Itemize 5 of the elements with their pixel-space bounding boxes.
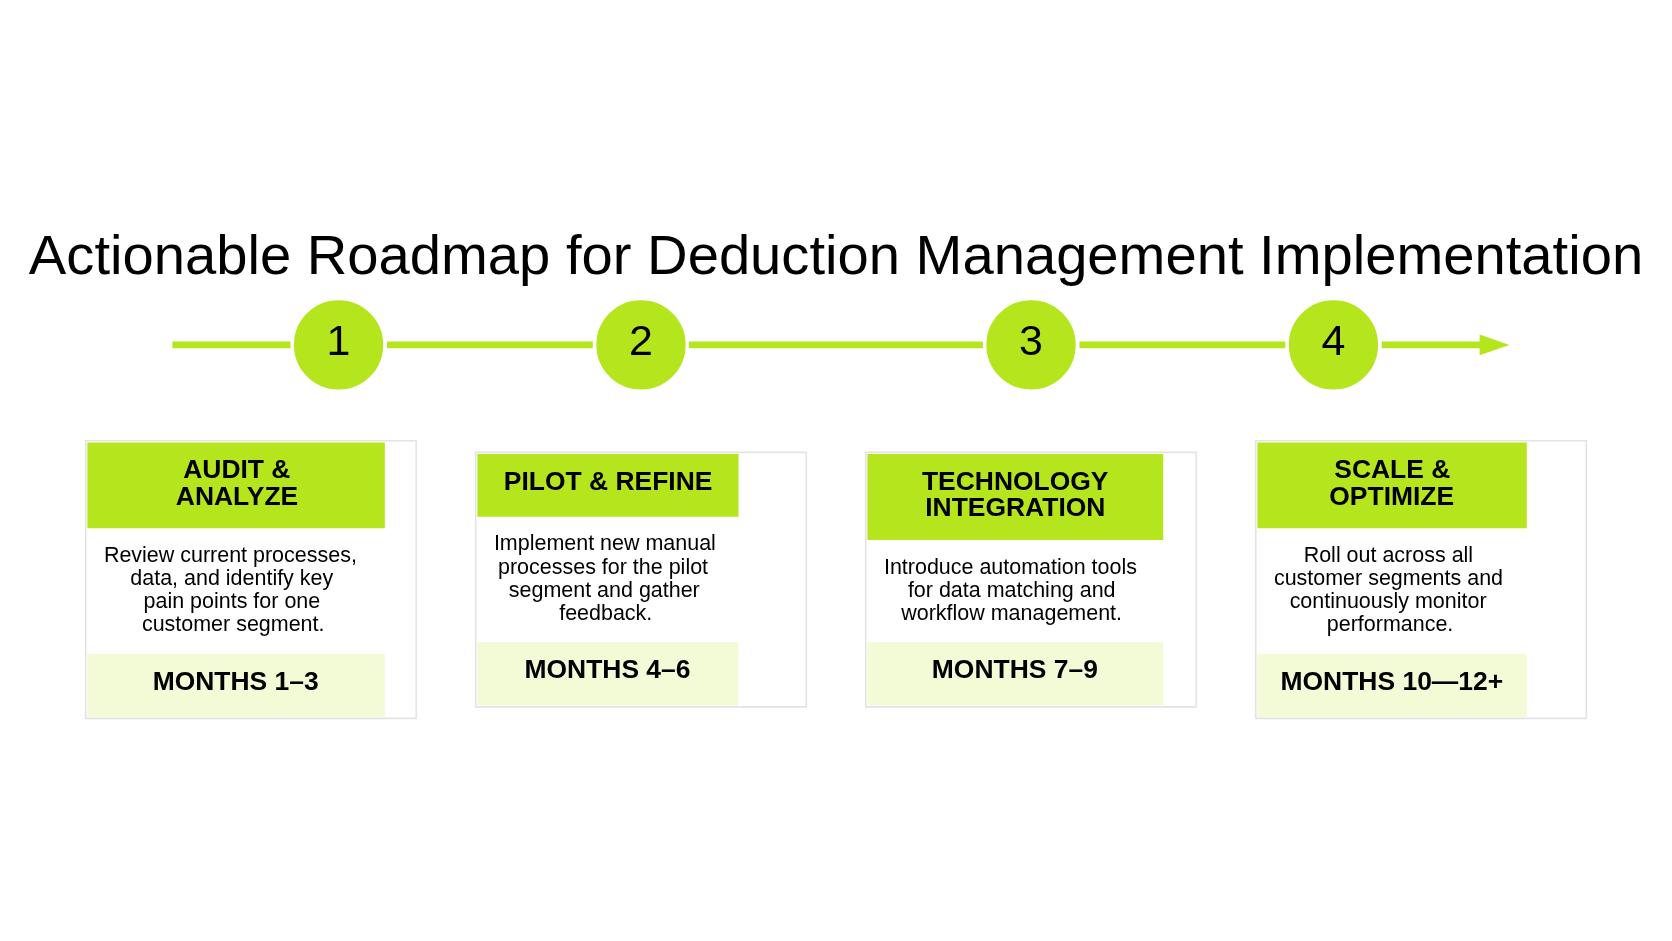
arrow xyxy=(1381,334,1510,356)
connector xyxy=(689,341,983,349)
diagram-title: Actionable Roadmap for Deduction Management Implementation xyxy=(28,223,1644,287)
connector xyxy=(1079,341,1286,349)
connector xyxy=(387,341,593,349)
